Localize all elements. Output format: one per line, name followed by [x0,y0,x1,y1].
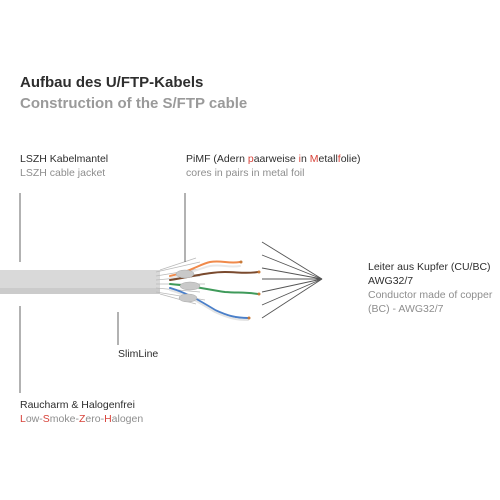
pair-white [169,289,249,321]
leader-conductor-1 [261,241,323,280]
text-segment: n [301,153,310,165]
label-halogen: Raucharm & Halogenfrei Low-Smoke-Zero-Ha… [20,398,143,426]
label-halogen-en: Low-Smoke-Zero-Halogen [20,412,143,426]
text-segment: aarweise [253,153,299,165]
leader-conductor-3 [261,267,323,280]
leader-conductor-5 [261,278,323,293]
leader-conductor-2 [261,254,323,280]
label-pimf-de: PiMF (Adern paarweise in Metallfolie) [186,152,361,166]
highlight-letter: M [309,153,319,165]
title-english: Construction of the S/FTP cable [20,95,248,112]
label-jacket: LSZH Kabelmantel LSZH cable jacket [20,152,108,180]
label-pimf-en: cores in pairs in metal foil [186,167,305,179]
highlight-letter: Z [78,413,86,425]
leader-conductor-6 [261,278,323,306]
highlight-letter: L [20,413,26,425]
leader-conductor-7 [261,278,323,319]
highlight-letter: p [247,153,254,165]
label-conductor-en: Conductor made of copper (BC) - AWG32/7 [368,289,493,315]
label-jacket-en: LSZH cable jacket [20,167,106,179]
label-slimline: SlimLine [118,348,159,360]
text-segment: etall [318,153,338,165]
highlight-letter: S [42,413,50,425]
label-conductor: Leiter aus Kupfer (CU/BC) AWG32/7 Conduc… [368,260,498,316]
cable-jacket-shading [0,288,160,294]
highlight-letter: i [298,153,301,165]
label-halogen-de: Raucharm & Halogenfrei [20,399,135,411]
text-segment: ow- [25,413,43,425]
title-german: Aufbau des U/FTP-Kabels [20,74,204,91]
text-segment: ero- [85,413,105,425]
text-segment: moke- [49,413,79,425]
text-segment: alogen [111,413,144,425]
text-segment: olie) [340,153,361,165]
metal-foil [175,269,201,303]
highlight-letter: f [337,153,341,165]
conductor-tips [239,260,261,320]
label-jacket-de: LSZH Kabelmantel [20,153,109,165]
label-conductor-de: Leiter aus Kupfer (CU/BC) [368,261,491,273]
highlight-letter: H [104,413,112,425]
text-segment: PiMF (Adern [186,153,248,165]
label-pimf: PiMF (Adern paarweise in Metallfolie) co… [186,152,361,180]
label-conductor-de2: AWG32/7 [368,275,414,287]
